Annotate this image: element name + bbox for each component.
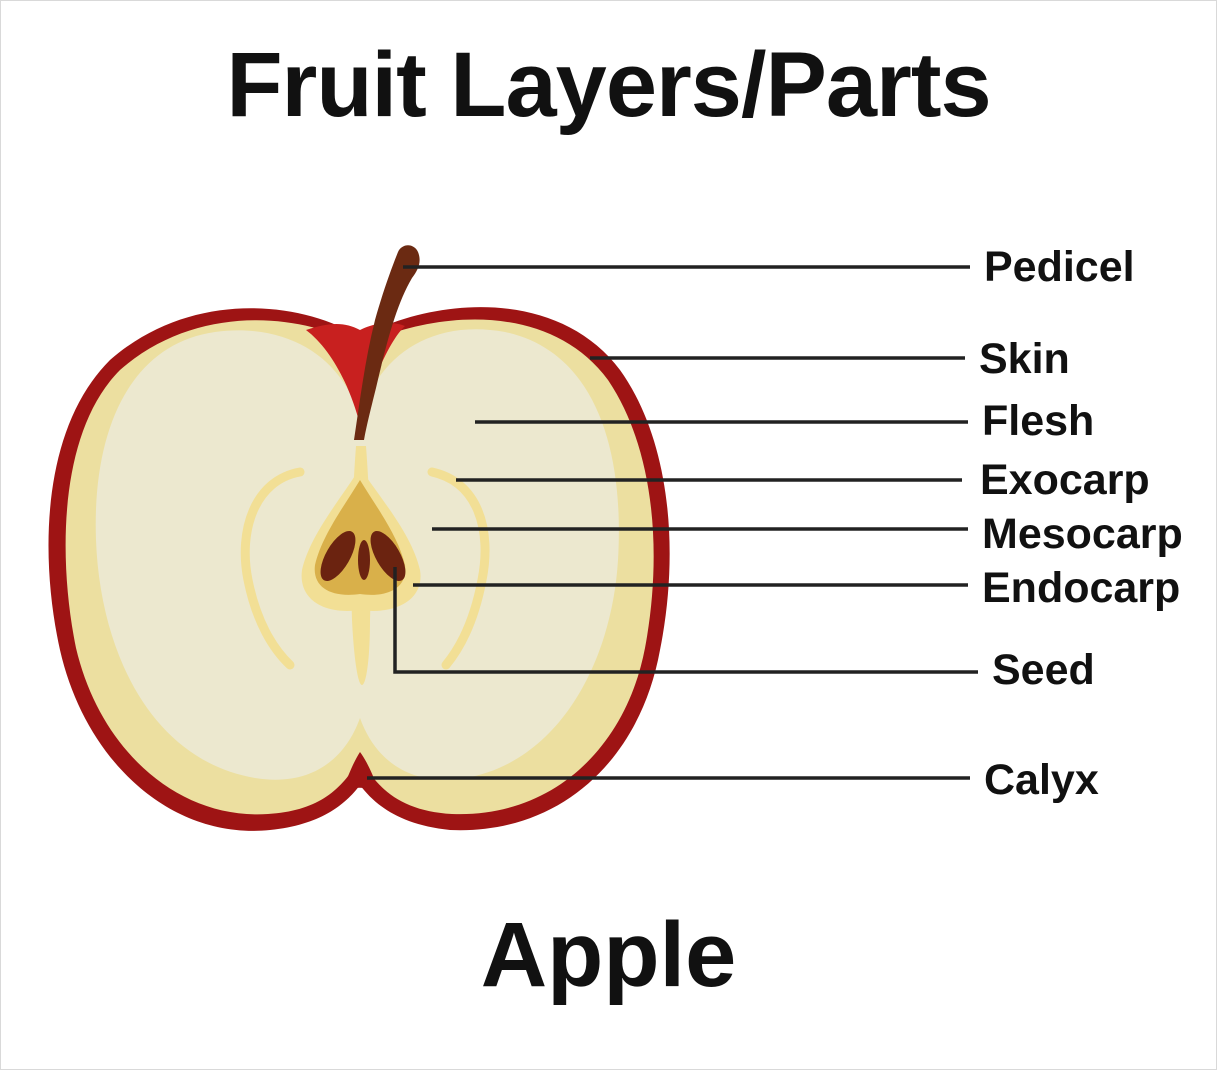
calyx-notch [342, 752, 380, 794]
label-pedicel: Pedicel [984, 243, 1135, 291]
fruit-name-caption: Apple [480, 904, 737, 1006]
label-exocarp: Exocarp [980, 456, 1150, 504]
label-calyx: Calyx [984, 756, 1099, 804]
seed-left [320, 531, 356, 581]
label-endocarp: Endocarp [982, 564, 1180, 612]
leader-seed [393, 567, 978, 674]
seed-middle [358, 540, 370, 580]
label-flesh: Flesh [982, 397, 1094, 445]
vascular-arc-right [427, 467, 490, 670]
pedicel-stem [354, 245, 420, 440]
diagram-title: Fruit Layers/Parts [226, 34, 991, 136]
vascular-arc-left [240, 467, 305, 670]
label-mesocarp: Mesocarp [982, 510, 1183, 558]
label-seed: Seed [992, 646, 1095, 694]
label-skin: Skin [979, 335, 1070, 383]
